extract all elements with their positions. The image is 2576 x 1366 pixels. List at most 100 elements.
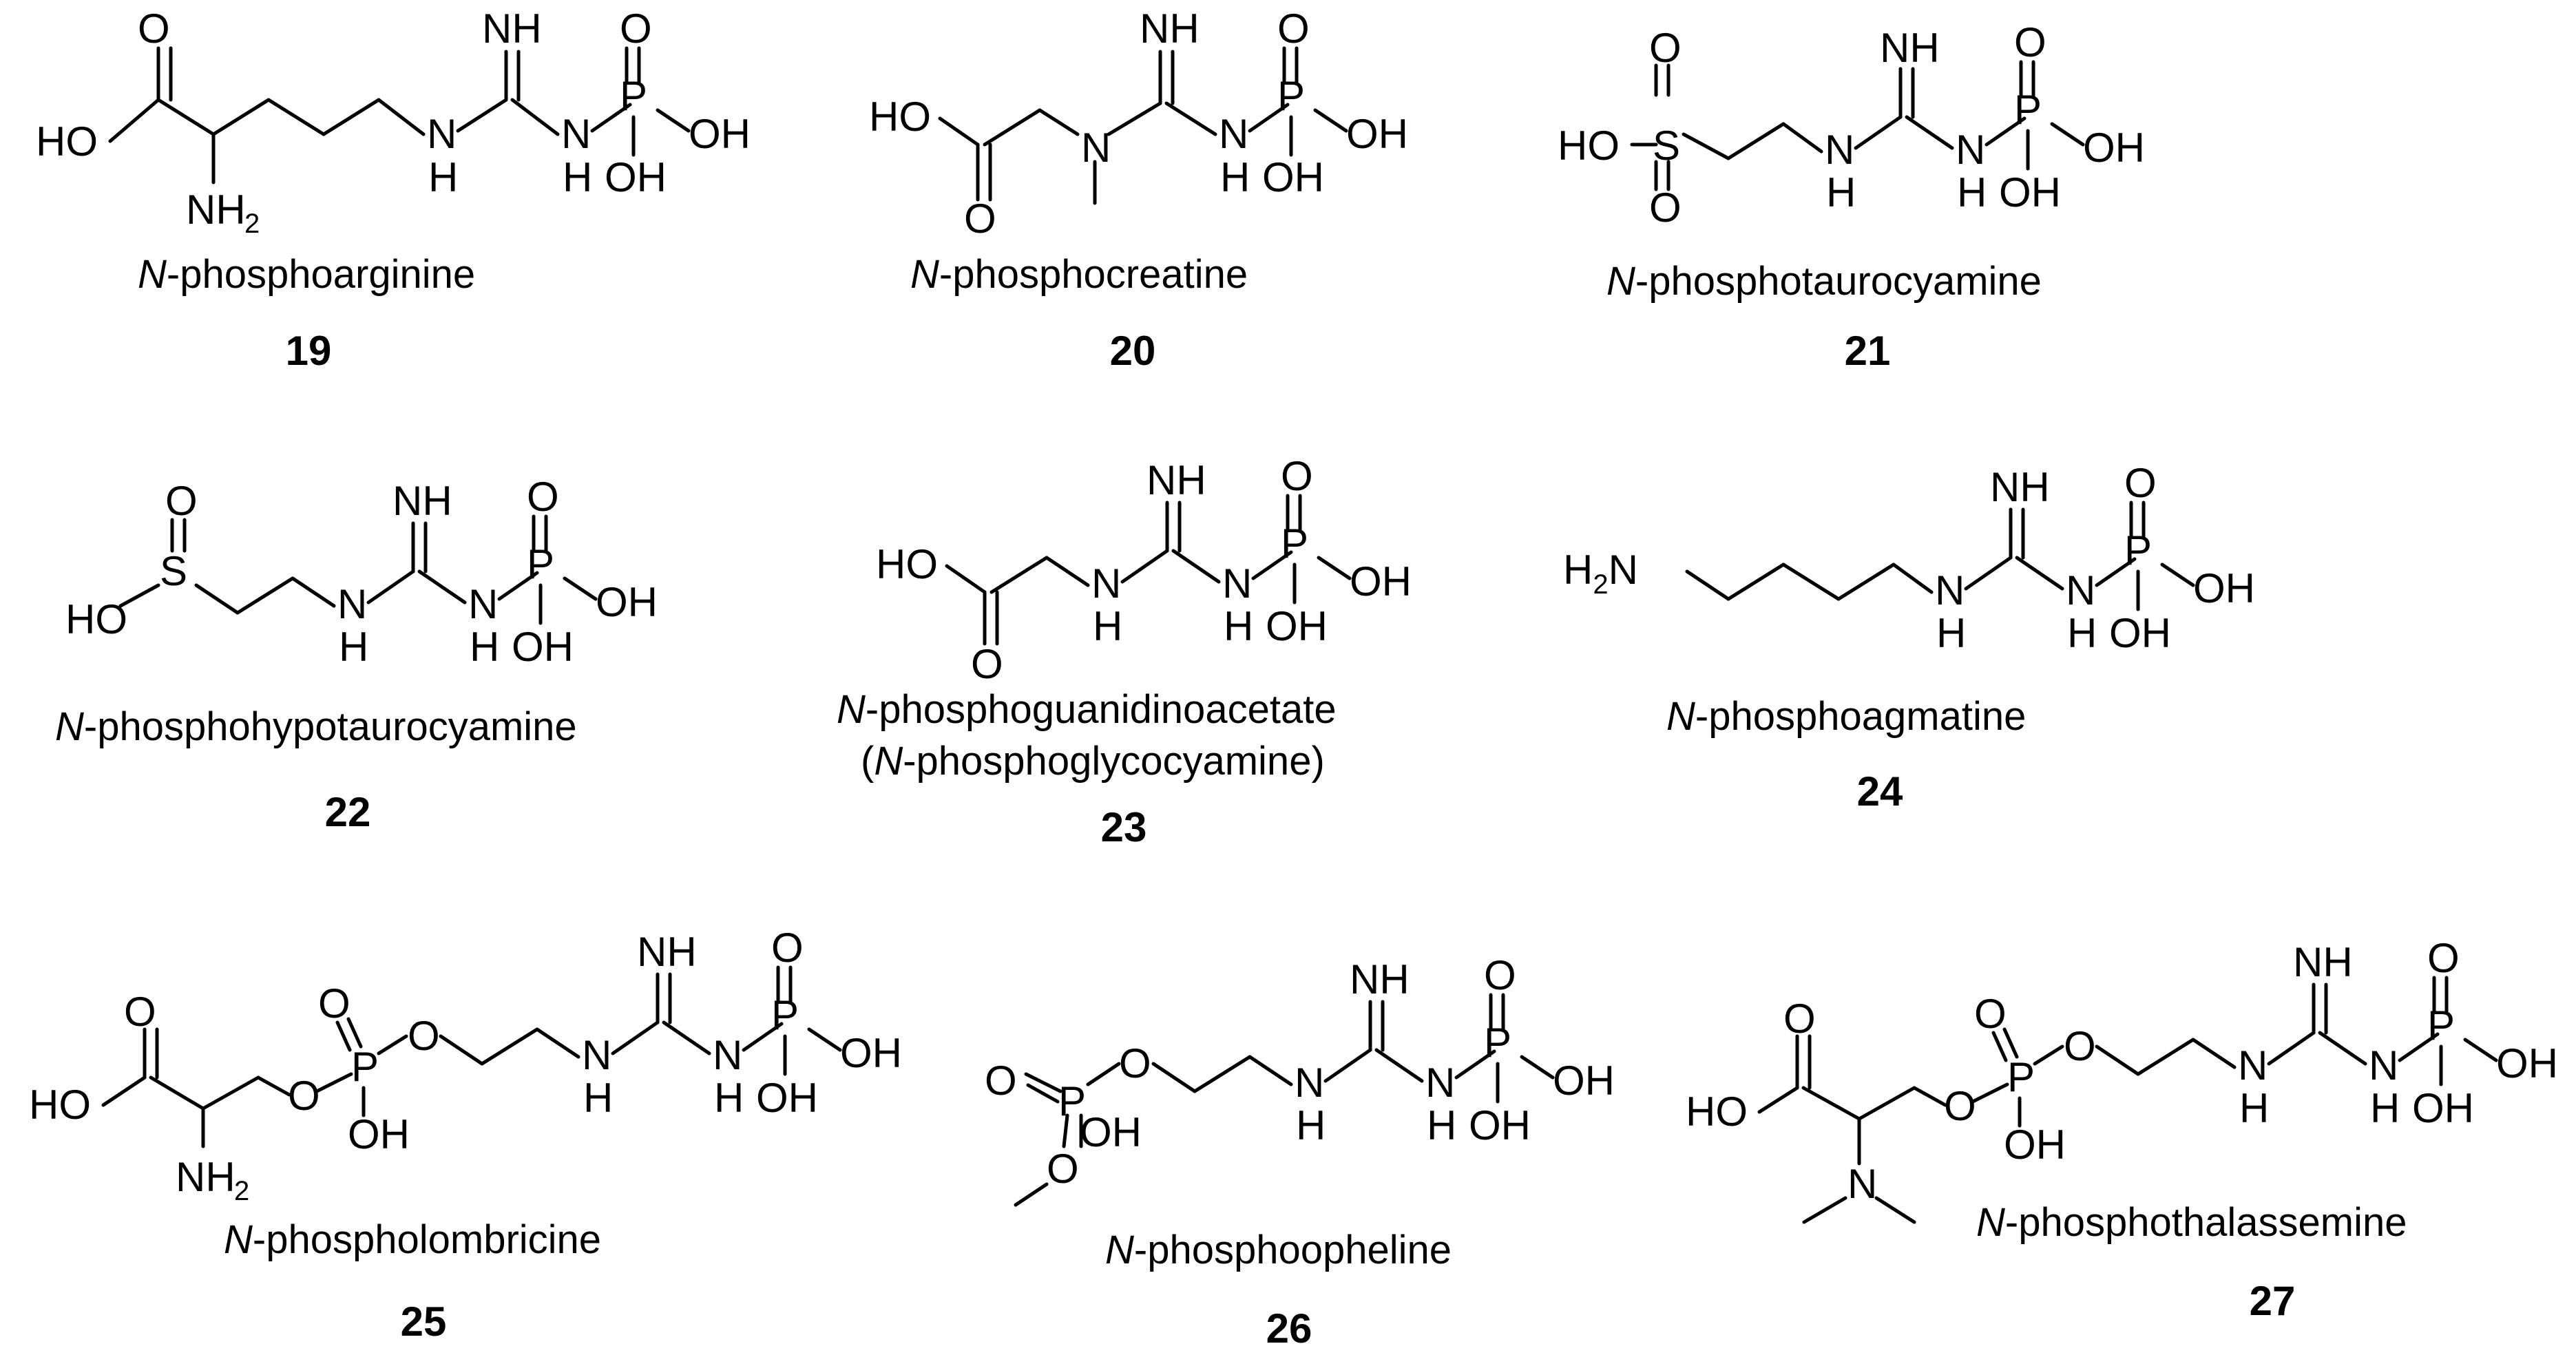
compound-name: N-phosphoopheline: [1105, 1228, 1452, 1272]
atom-o: O: [771, 925, 804, 971]
atom-n: N: [1091, 560, 1121, 607]
compound-alt-name: (N-phosphoglycocyamine): [861, 739, 1325, 784]
structure-20: HO O N NH N H O P OH OH N-phosphocreatin…: [869, 6, 1408, 374]
atom-h: H: [1427, 1102, 1456, 1148]
compound-name: N-phosphoarginine: [138, 252, 475, 297]
atom-h: H: [2239, 1085, 2269, 1131]
atom-nh: NH: [1880, 25, 1940, 71]
atom-subscript-2: 2: [234, 1176, 249, 1206]
atom-n: N: [1956, 127, 1985, 173]
atom-nh2: NH: [186, 187, 246, 233]
atom-p: P: [1058, 1078, 1086, 1124]
atom-h: H: [714, 1075, 744, 1121]
atom-o: O: [971, 641, 1003, 687]
atom-n: N: [468, 581, 498, 627]
structure-25: O HO NH 2 O O P O OH N H NH N H O P OH O…: [29, 925, 902, 1345]
atom-oh: OH: [1469, 1102, 1531, 1148]
atom-n: N: [1847, 1161, 1877, 1207]
atom-n: N: [2066, 567, 2095, 613]
atom-nh: NH: [392, 478, 452, 524]
atom-o: O: [318, 980, 350, 1027]
atom-n: N: [1425, 1060, 1455, 1106]
atom-nh: NH: [1146, 457, 1206, 503]
atom-h2n: H2N: [1563, 547, 1638, 600]
bonds: [101, 965, 842, 1148]
atom-o: O: [2014, 19, 2046, 65]
atom-oh: OH: [689, 111, 751, 157]
atom-p: P: [1484, 1020, 1511, 1066]
atom-ho: HO: [869, 94, 931, 140]
atom-h: H: [1936, 610, 1966, 656]
atom-h: H: [563, 154, 592, 200]
atom-p: P: [2007, 1054, 2035, 1100]
atom-nh: NH: [482, 6, 542, 52]
structure-26: O P O OH O N H NH N H O P OH OH N-phosph…: [985, 952, 1615, 1352]
atom-p: P: [2427, 1002, 2455, 1049]
atom-p: P: [351, 1044, 379, 1090]
atom-oh: OH: [1080, 1109, 1142, 1155]
atom-subscript-2: 2: [244, 209, 260, 239]
compound-name: N-phosphothalassemine: [1976, 1200, 2407, 1245]
atom-o: O: [2064, 1023, 2096, 1069]
atom-o: O: [1484, 952, 1516, 998]
compound-number: 19: [286, 328, 332, 374]
compound-number: 25: [401, 1299, 447, 1345]
atom-h: H: [583, 1075, 613, 1121]
atom-oh: OH: [1553, 1058, 1615, 1104]
atom-oh: OH: [2083, 125, 2145, 171]
atom-o: O: [620, 6, 652, 52]
atom-n: N: [1219, 111, 1248, 157]
atom-oh: OH: [1346, 111, 1408, 157]
bonds: [1685, 501, 2195, 611]
atom-oh: OH: [2496, 1040, 2558, 1086]
atom-oh: OH: [840, 1030, 902, 1076]
atom-o: O: [1119, 1040, 1151, 1086]
atom-o: O: [1974, 991, 2007, 1037]
atom-ho: HO: [876, 541, 938, 587]
atom-h: H: [2067, 610, 2097, 656]
compound-name: N-phosphocreatine: [910, 252, 1248, 297]
atom-o: O: [527, 474, 559, 520]
compound-number: 27: [2250, 1278, 2296, 1324]
structure-27: O HO N O O P O OH N H NH N H O P OH OH N…: [1686, 935, 2558, 1324]
atom-ho: HO: [36, 118, 98, 165]
atom-nh: NH: [1350, 956, 1410, 1002]
atom-n: N: [337, 581, 367, 627]
compound-number: 22: [325, 789, 371, 835]
atom-p: P: [1277, 73, 1305, 119]
atom-h: H: [1224, 603, 1253, 649]
atom-n: N: [1081, 125, 1111, 171]
compound-number: 23: [1101, 804, 1147, 850]
compound-number: 24: [1857, 768, 1903, 815]
atom-p: P: [771, 992, 799, 1038]
atom-n: N: [1295, 1060, 1324, 1106]
bonds: [108, 46, 691, 185]
atom-h: H: [1296, 1102, 1326, 1148]
atom-h: H: [339, 624, 368, 670]
atom-n: N: [2369, 1042, 2398, 1089]
atom-oh: OH: [605, 154, 667, 200]
atom-o: O: [1944, 1083, 1976, 1129]
compound-name: N-phosphoagmatine: [1666, 694, 2026, 739]
atom-ho: HO: [1558, 123, 1620, 169]
atom-nh: NH: [1140, 6, 1200, 52]
atom-h: H: [1826, 169, 1856, 216]
structure-22: O S HO N H NH N H O P OH OH N-phosphohyp…: [55, 474, 658, 835]
structure-24: H2N N H NH N H O P OH OH N-phosphoagmati…: [1563, 460, 2255, 815]
atom-oh: OH: [2004, 1122, 2066, 1168]
atom-oh: OH: [1999, 169, 2061, 216]
atom-h: H: [2370, 1085, 2400, 1131]
atom-n: N: [427, 111, 457, 157]
atom-s: S: [160, 548, 187, 594]
structure-21: O HO S O N H NH N H O P OH OH N-phosphot…: [1558, 19, 2145, 374]
atom-o: O: [165, 478, 198, 524]
atom-oh: OH: [2193, 565, 2255, 611]
atom-s: S: [1653, 123, 1680, 169]
atom-h: H: [470, 624, 499, 670]
structure-23: HO O N H NH N H O P OH OH N-phosphoguani…: [837, 453, 1412, 850]
atom-oh: OH: [512, 624, 574, 670]
atom-n: N: [713, 1032, 742, 1078]
atom-o: O: [138, 6, 170, 52]
atom-p: P: [527, 541, 554, 587]
